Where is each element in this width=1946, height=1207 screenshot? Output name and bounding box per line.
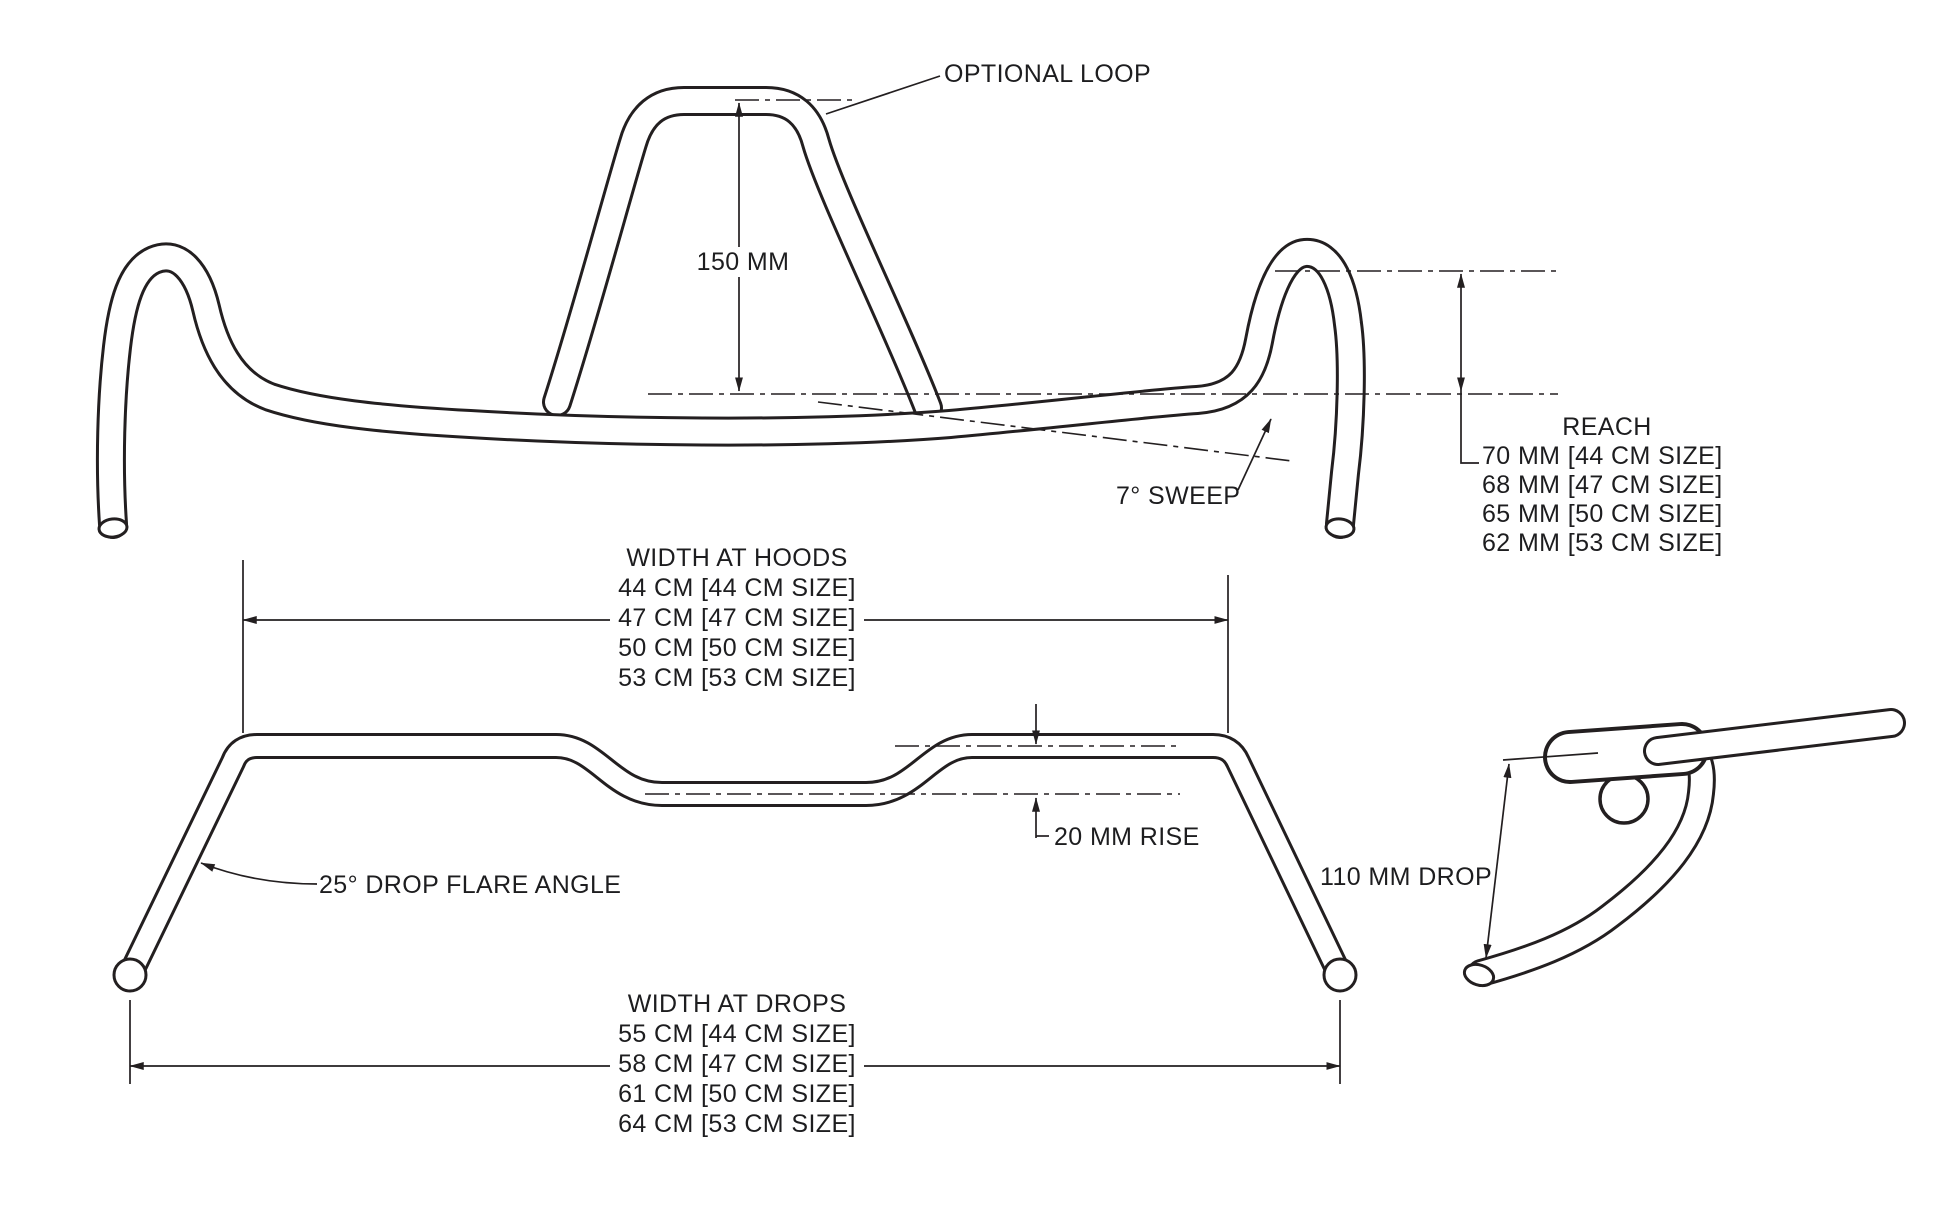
left-bar-end-opening: [97, 517, 129, 539]
loop-height-label: 150 MM: [672, 247, 814, 277]
sweep-centerline: [817, 401, 1293, 462]
reach-leader: [1460, 391, 1479, 464]
side-view-drawing: [1462, 723, 1891, 988]
width-at-drops-value: 55 CM [44 CM SIZE]: [610, 1019, 864, 1049]
width-at-hoods-value: 50 CM [50 CM SIZE]: [610, 633, 864, 663]
width-at-hoods-value: 44 CM [44 CM SIZE]: [610, 573, 864, 603]
sweep-label: 7° SWEEP: [1116, 482, 1241, 510]
drop-label: 110 MM DROP: [1320, 863, 1493, 891]
right-bar-end-opening: [1324, 517, 1356, 539]
width-at-drops-value: 64 CM [53 CM SIZE]: [610, 1109, 864, 1139]
reach-title: REACH: [1562, 413, 1652, 441]
top-view-drawing: [97, 75, 1558, 539]
reach-value: 68 MM [47 CM SIZE]: [1482, 471, 1723, 499]
width-at-hoods-value: 47 CM [47 CM SIZE]: [610, 603, 864, 633]
flare-leader: [200, 862, 318, 885]
right-drop-end-opening: [1322, 957, 1358, 993]
drop-dimension: [1483, 763, 1512, 959]
tops-cross-section: [1598, 773, 1650, 825]
rise-label: 20 MM RISE: [1054, 823, 1200, 851]
width-at-drops-title: WIDTH AT DROPS: [619, 989, 855, 1019]
flare-label: 25° DROP FLARE ANGLE: [319, 871, 622, 899]
optional-loop-leader: [825, 75, 941, 115]
reach-value: 65 MM [50 CM SIZE]: [1482, 500, 1723, 528]
width-at-hoods-title: WIDTH AT HOODS: [618, 543, 856, 573]
front-view-bar-tube: [130, 746, 1340, 975]
width-at-hoods-table: WIDTH AT HOODS 44 CM [44 CM SIZE] 47 CM …: [462, 543, 1012, 693]
side-view-hook-tube: [1481, 749, 1702, 973]
width-at-drops-value: 58 CM [47 CM SIZE]: [610, 1049, 864, 1079]
width-at-drops-table: WIDTH AT DROPS 55 CM [44 CM SIZE] 58 CM …: [462, 989, 1012, 1139]
width-at-drops-value: 61 CM [50 CM SIZE]: [610, 1079, 864, 1109]
width-at-hoods-value: 53 CM [53 CM SIZE]: [610, 663, 864, 693]
reach-table: REACH 70 MM [44 CM SIZE] 68 MM [47 CM SI…: [1482, 412, 1732, 558]
side-view-bar-end-opening: [1462, 962, 1496, 988]
sweep-leader: [1237, 418, 1272, 491]
reach-value: 70 MM [44 CM SIZE]: [1482, 442, 1723, 470]
left-drop-end-opening: [112, 957, 148, 993]
optional-loop-label: OPTIONAL LOOP: [944, 60, 1152, 88]
drop-extension-top: [1502, 752, 1599, 761]
reach-value: 62 MM [53 CM SIZE]: [1482, 529, 1723, 557]
